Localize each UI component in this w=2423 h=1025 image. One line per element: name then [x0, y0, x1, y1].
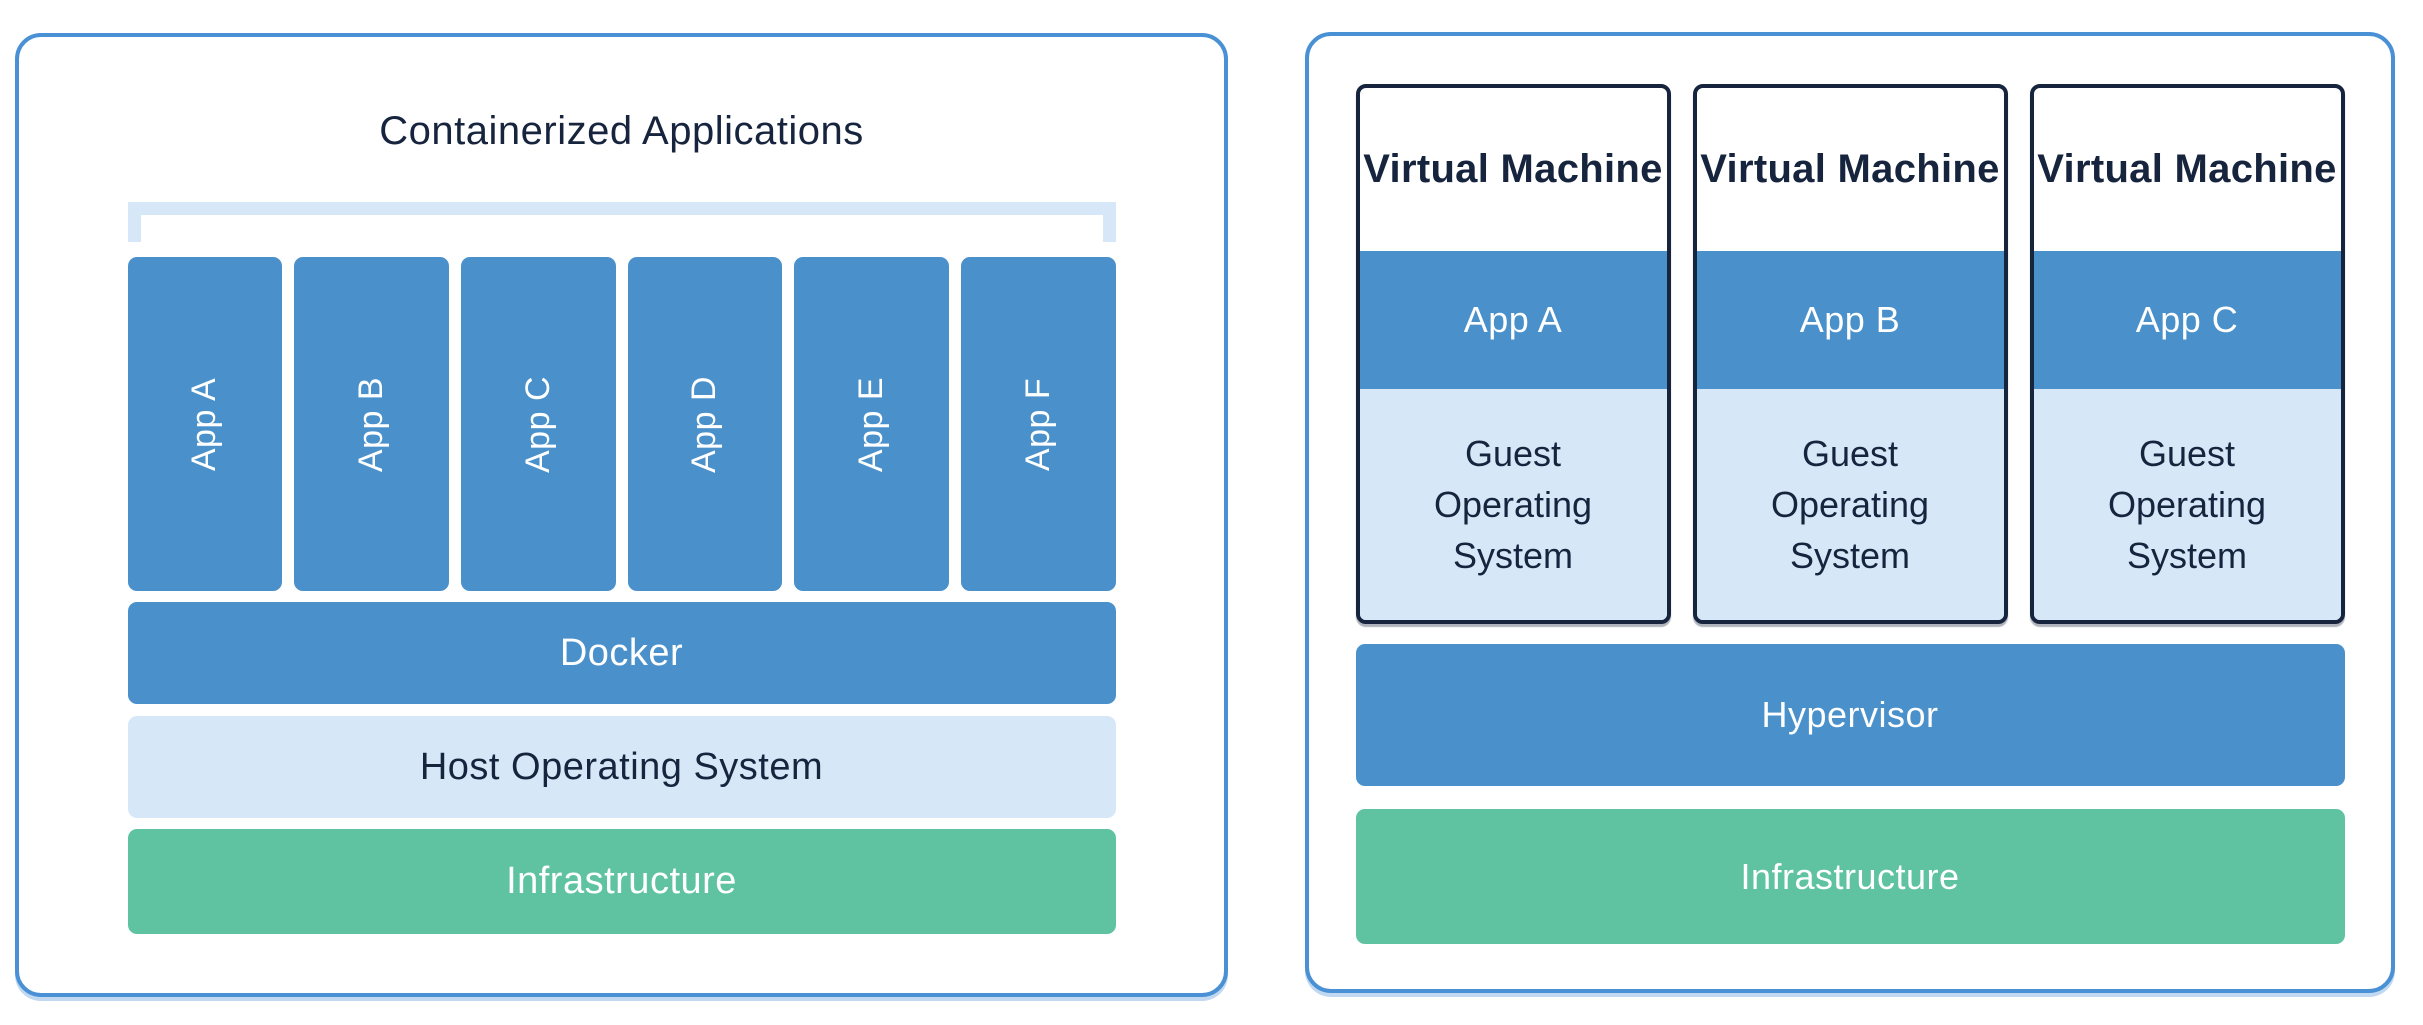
- virtual-machines-panel-content: Virtual Machine App A Guest Operating Sy…: [1355, 36, 2345, 944]
- vm-3-app: App C: [2033, 251, 2341, 389]
- vm-3-title: Virtual Machine: [2037, 147, 2337, 191]
- hypervisor-layer: Hypervisor: [1355, 644, 2345, 786]
- container-app-d-label: App D: [685, 375, 724, 473]
- vm-1-title: Virtual Machine: [1363, 147, 1663, 191]
- container-app-c: App C: [460, 257, 616, 591]
- containers-panel: Containerized Applications App A App B A…: [15, 33, 1228, 997]
- vm-1-guest-os-label: Guest Operating System: [1433, 432, 1593, 577]
- infrastructure-layer-left: Infrastructure: [127, 829, 1116, 934]
- container-app-a: App A: [127, 257, 283, 591]
- containers-title: Containerized Applications: [379, 109, 864, 153]
- container-app-b: App B: [294, 257, 449, 591]
- containers-panel-content: Containerized Applications App A App B A…: [127, 37, 1116, 934]
- apps-group-bracket: [127, 202, 1116, 242]
- infrastructure-layer-right: Infrastructure: [1355, 809, 2345, 944]
- vm-box-3: Virtual Machine App C Guest Operating Sy…: [2029, 84, 2345, 624]
- host-os-layer: Host Operating System: [127, 716, 1116, 818]
- container-app-c-label: App C: [518, 375, 557, 473]
- vm-3-guest-os-label: Guest Operating System: [2107, 432, 2267, 577]
- vm-1-guest-os: Guest Operating System: [1359, 389, 1667, 620]
- vm-row: Virtual Machine App A Guest Operating Sy…: [1355, 84, 2345, 624]
- vm-3-guest-os: Guest Operating System: [2033, 389, 2341, 620]
- container-apps-row: App A App B App C App D App E App F: [127, 257, 1116, 591]
- vm-2-title: Virtual Machine: [1700, 147, 2000, 191]
- vm-box-1: Virtual Machine App A Guest Operating Sy…: [1355, 84, 1671, 624]
- vm-2-app: App B: [1696, 251, 2004, 389]
- container-app-a-label: App A: [185, 377, 224, 471]
- container-app-f-label: App F: [1018, 377, 1057, 471]
- container-app-b-label: App B: [352, 376, 390, 472]
- container-app-f: App F: [960, 257, 1116, 591]
- docker-layer: Docker: [127, 602, 1116, 704]
- container-app-e-label: App E: [852, 376, 891, 472]
- container-app-e: App E: [794, 257, 949, 591]
- virtual-machines-panel: Virtual Machine App A Guest Operating Sy…: [1305, 32, 2395, 993]
- container-app-d: App D: [627, 257, 783, 591]
- vm-2-guest-os: Guest Operating System: [1696, 389, 2004, 620]
- vm-box-2: Virtual Machine App B Guest Operating Sy…: [1692, 84, 2008, 624]
- vm-1-app: App A: [1359, 251, 1667, 389]
- vm-2-guest-os-label: Guest Operating System: [1770, 432, 1930, 577]
